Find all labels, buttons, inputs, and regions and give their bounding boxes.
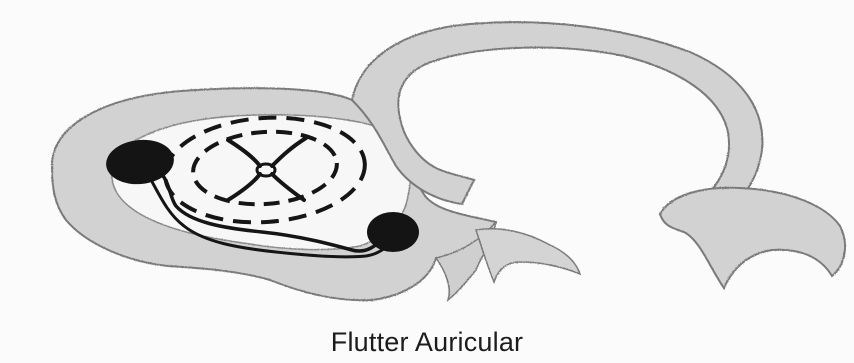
right-vessel-flap xyxy=(660,188,845,288)
heart-illustration xyxy=(0,0,854,320)
great-vessel-arch xyxy=(352,22,762,210)
valve-flap-right xyxy=(476,229,580,282)
atrioventricular-node xyxy=(367,212,419,252)
figure-caption: Flutter Auricular xyxy=(0,327,854,358)
